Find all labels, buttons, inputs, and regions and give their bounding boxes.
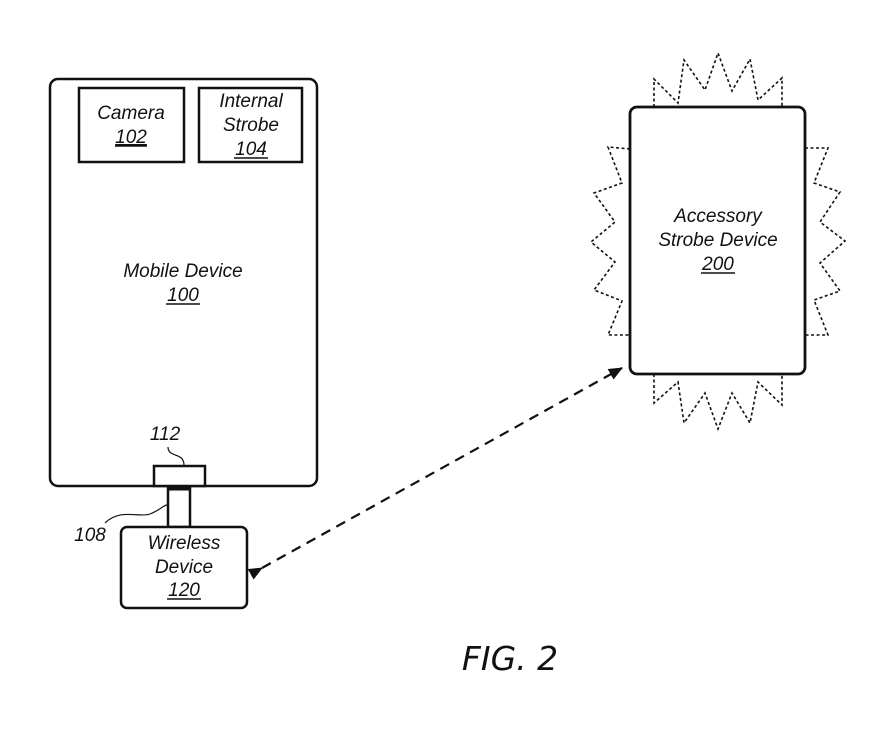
link-leader-line [104, 504, 168, 524]
link-ref: 108 [74, 525, 106, 546]
connector-ref: 112 [150, 424, 181, 445]
connector-112 [152, 464, 207, 488]
internal-strobe-label-line2: Strobe [223, 115, 279, 136]
camera-ref: 102 [115, 127, 147, 148]
flash-rays-top [653, 50, 783, 107]
figure-caption: FIG. 2 [462, 639, 558, 678]
mobile-device-ref: 100 [167, 285, 199, 306]
wireless-link-arrow [247, 367, 623, 580]
link-108 [166, 485, 192, 529]
wireless-device-box [119, 525, 249, 610]
internal-strobe-ref: 104 [235, 139, 267, 160]
camera-label: Camera [97, 103, 165, 124]
wireless-device-ref: 120 [168, 580, 200, 601]
connector-leader-line [167, 446, 185, 466]
mobile-device-label: Mobile Device [123, 261, 242, 282]
accessory-strobe-label-line1: Accessory [673, 206, 763, 227]
flash-rays-left [589, 146, 631, 336]
internal-strobe-label-line1: Internal [219, 91, 283, 112]
flash-rays-right [805, 147, 847, 336]
wireless-device-label-line2: Device [155, 557, 213, 578]
flash-rays-bottom [653, 374, 783, 432]
camera-box [77, 86, 186, 164]
accessory-strobe-label-line2: Strobe Device [658, 230, 777, 251]
accessory-strobe-box [628, 105, 807, 376]
wireless-device-label-line1: Wireless [148, 533, 221, 554]
internal-strobe-box [197, 86, 304, 164]
accessory-strobe-ref: 200 [701, 254, 734, 275]
